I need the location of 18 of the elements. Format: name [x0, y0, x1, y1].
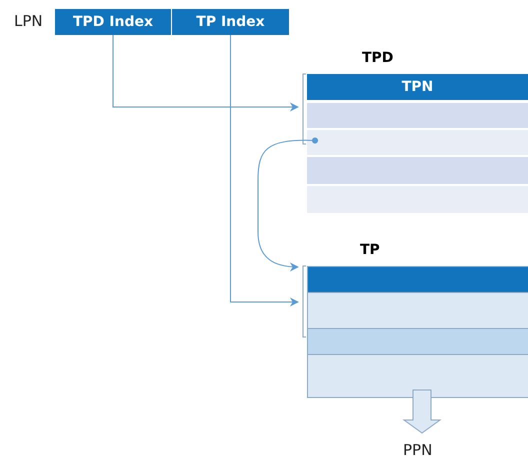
field-label: LPN: [14, 12, 43, 30]
table-row: [307, 103, 528, 128]
field-box: TPD Index: [55, 9, 171, 35]
field-box: TP Index: [172, 9, 289, 35]
table-title: TPD: [362, 50, 394, 66]
header-row: TPN: [307, 74, 528, 100]
table-row: [307, 328, 528, 355]
output-label: PPN: [403, 441, 432, 459]
table-row: [307, 157, 528, 184]
table-title: TP: [360, 242, 380, 258]
table-row: [307, 292, 528, 329]
table-row: [307, 130, 528, 155]
table-row: [307, 266, 528, 293]
table-row: [307, 354, 528, 398]
arrow: [112, 34, 299, 112]
arrow: [230, 34, 299, 306]
arrow: [258, 137, 318, 272]
block-arrow: [402, 390, 442, 434]
